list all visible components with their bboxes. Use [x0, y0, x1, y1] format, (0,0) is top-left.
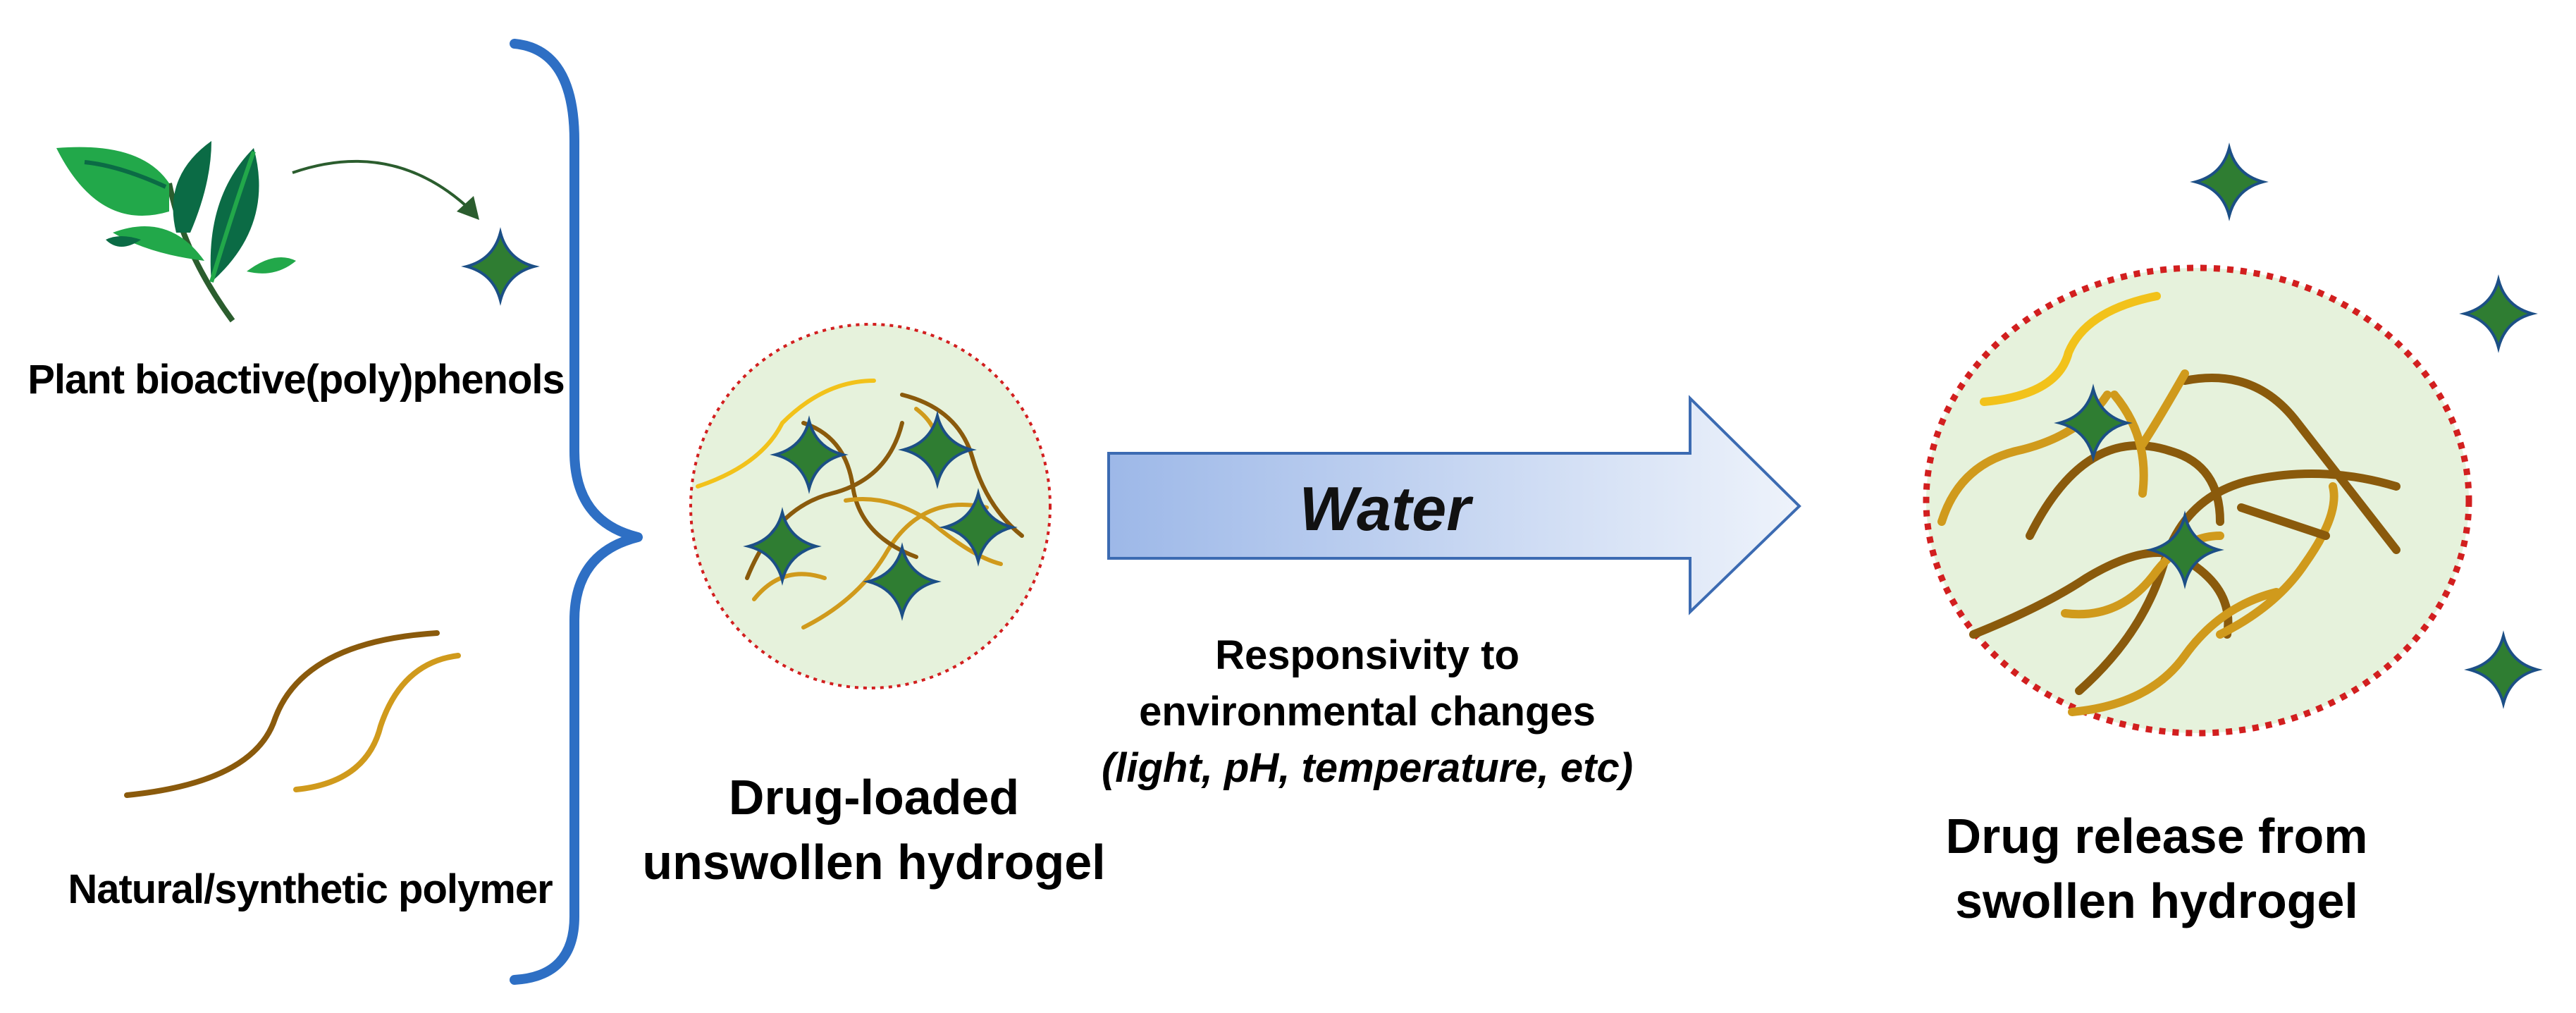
- polymer-strand-icon: [124, 630, 461, 798]
- transfer-arrow-icon: [292, 159, 474, 213]
- unswollen-hydrogel-label: Drug-loaded unswollen hydrogel: [642, 770, 1106, 890]
- polymer-label: Natural/synthetic polymer: [68, 866, 553, 912]
- leaf-icon: [56, 141, 296, 323]
- arrow-icon: [1107, 395, 1801, 615]
- transfer-arrowhead-icon: [457, 196, 479, 220]
- arrow-label: Water: [1300, 474, 1474, 544]
- plant-label: Plant bioactive(poly)phenols: [27, 357, 565, 403]
- drug-star-icon: [465, 231, 536, 302]
- brace-icon: [510, 39, 643, 985]
- hydrogel-swollen: [1923, 264, 2472, 737]
- hydrogel-unswollen: [689, 323, 1052, 689]
- responsivity-label: Responsivity to environmental changes (l…: [1101, 632, 1634, 791]
- swollen-hydrogel-label: Drug release from swollen hydrogel: [1945, 809, 2368, 928]
